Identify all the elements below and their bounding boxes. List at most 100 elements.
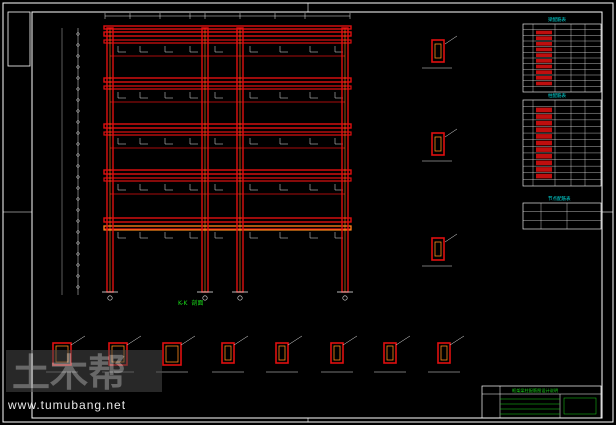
column-table-section-swatch (536, 173, 552, 179)
grid-axis-bubble (237, 295, 243, 301)
beam-table-section-swatch (536, 76, 552, 80)
beam-leader (287, 335, 303, 346)
column-table-section-swatch (536, 167, 552, 172)
column-table-section-swatch (536, 147, 552, 152)
stirrup (434, 136, 442, 152)
beam-section (275, 342, 289, 364)
floor-beam-bottom (103, 131, 352, 136)
floor-beam-bottom (103, 39, 352, 44)
beam-leader (342, 335, 358, 346)
margin-ticks (3, 3, 613, 422)
column-section (431, 237, 445, 261)
beam-section (437, 342, 451, 364)
binding-margin-box (7, 11, 31, 67)
level-marker (76, 120, 80, 124)
beam-table-section-swatch (536, 81, 552, 86)
beam-stirrup (278, 345, 286, 361)
beam-table-section-swatch (536, 59, 552, 63)
section-leader (444, 35, 458, 45)
beam-stirrup (386, 345, 394, 361)
section-leader (444, 128, 458, 138)
column-section (431, 39, 445, 63)
level-marker (76, 131, 80, 135)
beam-leader (395, 335, 411, 346)
grid-axis-bubble (342, 295, 348, 301)
level-marker (76, 241, 80, 245)
floor-beam-top (103, 217, 352, 223)
level-marker (76, 186, 80, 190)
beam-stirrup (165, 345, 179, 363)
column-table-section-swatch (536, 134, 552, 139)
level-marker (76, 252, 80, 256)
beam-table-title: 梁配筋表 (548, 16, 566, 23)
level-marker (76, 65, 80, 69)
beam-table-section-swatch (536, 47, 552, 52)
stirrup (434, 241, 442, 257)
beam-leader (126, 335, 142, 346)
column-table-title: 柱配筋表 (548, 92, 566, 99)
column-table-section-swatch (536, 160, 552, 166)
beam-leader (180, 335, 196, 346)
column-table-section-swatch (536, 153, 552, 159)
grid-axis-bubble (107, 295, 113, 301)
level-marker (76, 87, 80, 91)
level-marker (76, 109, 80, 113)
title-block-stamp (563, 397, 597, 415)
column-section (431, 132, 445, 156)
roof-beam (103, 25, 352, 30)
beam-stirrup (440, 345, 448, 361)
beam-stirrup (333, 345, 341, 361)
level-marker (76, 274, 80, 278)
level-marker (76, 164, 80, 168)
column-table-section-swatch (536, 140, 552, 146)
level-marker (76, 76, 80, 80)
watermark-url: www.tumubang.net (8, 398, 127, 412)
level-marker (76, 175, 80, 179)
beam-table-section-swatch (536, 53, 552, 57)
beam-table-section-swatch (536, 42, 552, 46)
beam-section (162, 342, 182, 366)
column-table-frame (522, 99, 602, 187)
level-marker (76, 285, 80, 289)
beam-leader (70, 335, 86, 346)
floor-beam-bottom (103, 177, 352, 182)
column-table-section-swatch (536, 107, 552, 113)
beam-leader (449, 335, 465, 346)
level-marker (76, 98, 80, 102)
joint-table-frame (522, 202, 602, 230)
level-marker (76, 43, 80, 47)
level-marker (76, 32, 80, 36)
watermark-logo-text: 土木帮 (12, 351, 126, 395)
joint-table-title: 节点配筋表 (548, 195, 571, 202)
sheet-inner-border (31, 11, 603, 419)
floor-beam-bottom (103, 85, 352, 90)
beam-table-section-swatch (536, 36, 552, 40)
column-table-section-swatch (536, 120, 552, 126)
beam-table-section-swatch (536, 70, 552, 74)
stirrup (434, 43, 442, 59)
level-marker (76, 219, 80, 223)
level-marker (76, 230, 80, 234)
section-leader (444, 233, 458, 243)
column-table-section-swatch (536, 127, 552, 133)
grid-axis-bubble (202, 295, 208, 301)
tie-beam (103, 225, 352, 231)
level-marker (76, 197, 80, 201)
title-block: 框架梁柱配筋图设计说明 (481, 385, 602, 419)
beam-stirrup (224, 345, 232, 361)
title-block-title: 框架梁柱配筋图设计说明 (512, 387, 558, 394)
level-marker (76, 208, 80, 212)
level-marker (76, 142, 80, 146)
beam-section (221, 342, 235, 364)
section-details (46, 35, 465, 373)
level-marker (76, 263, 80, 267)
level-marker (76, 153, 80, 157)
beam-table-section-swatch (536, 30, 552, 35)
beam-leader (233, 335, 249, 346)
beam-section (330, 342, 344, 364)
watermark-logo: 土木帮 (6, 350, 162, 395)
floor-beam-top (103, 77, 352, 83)
